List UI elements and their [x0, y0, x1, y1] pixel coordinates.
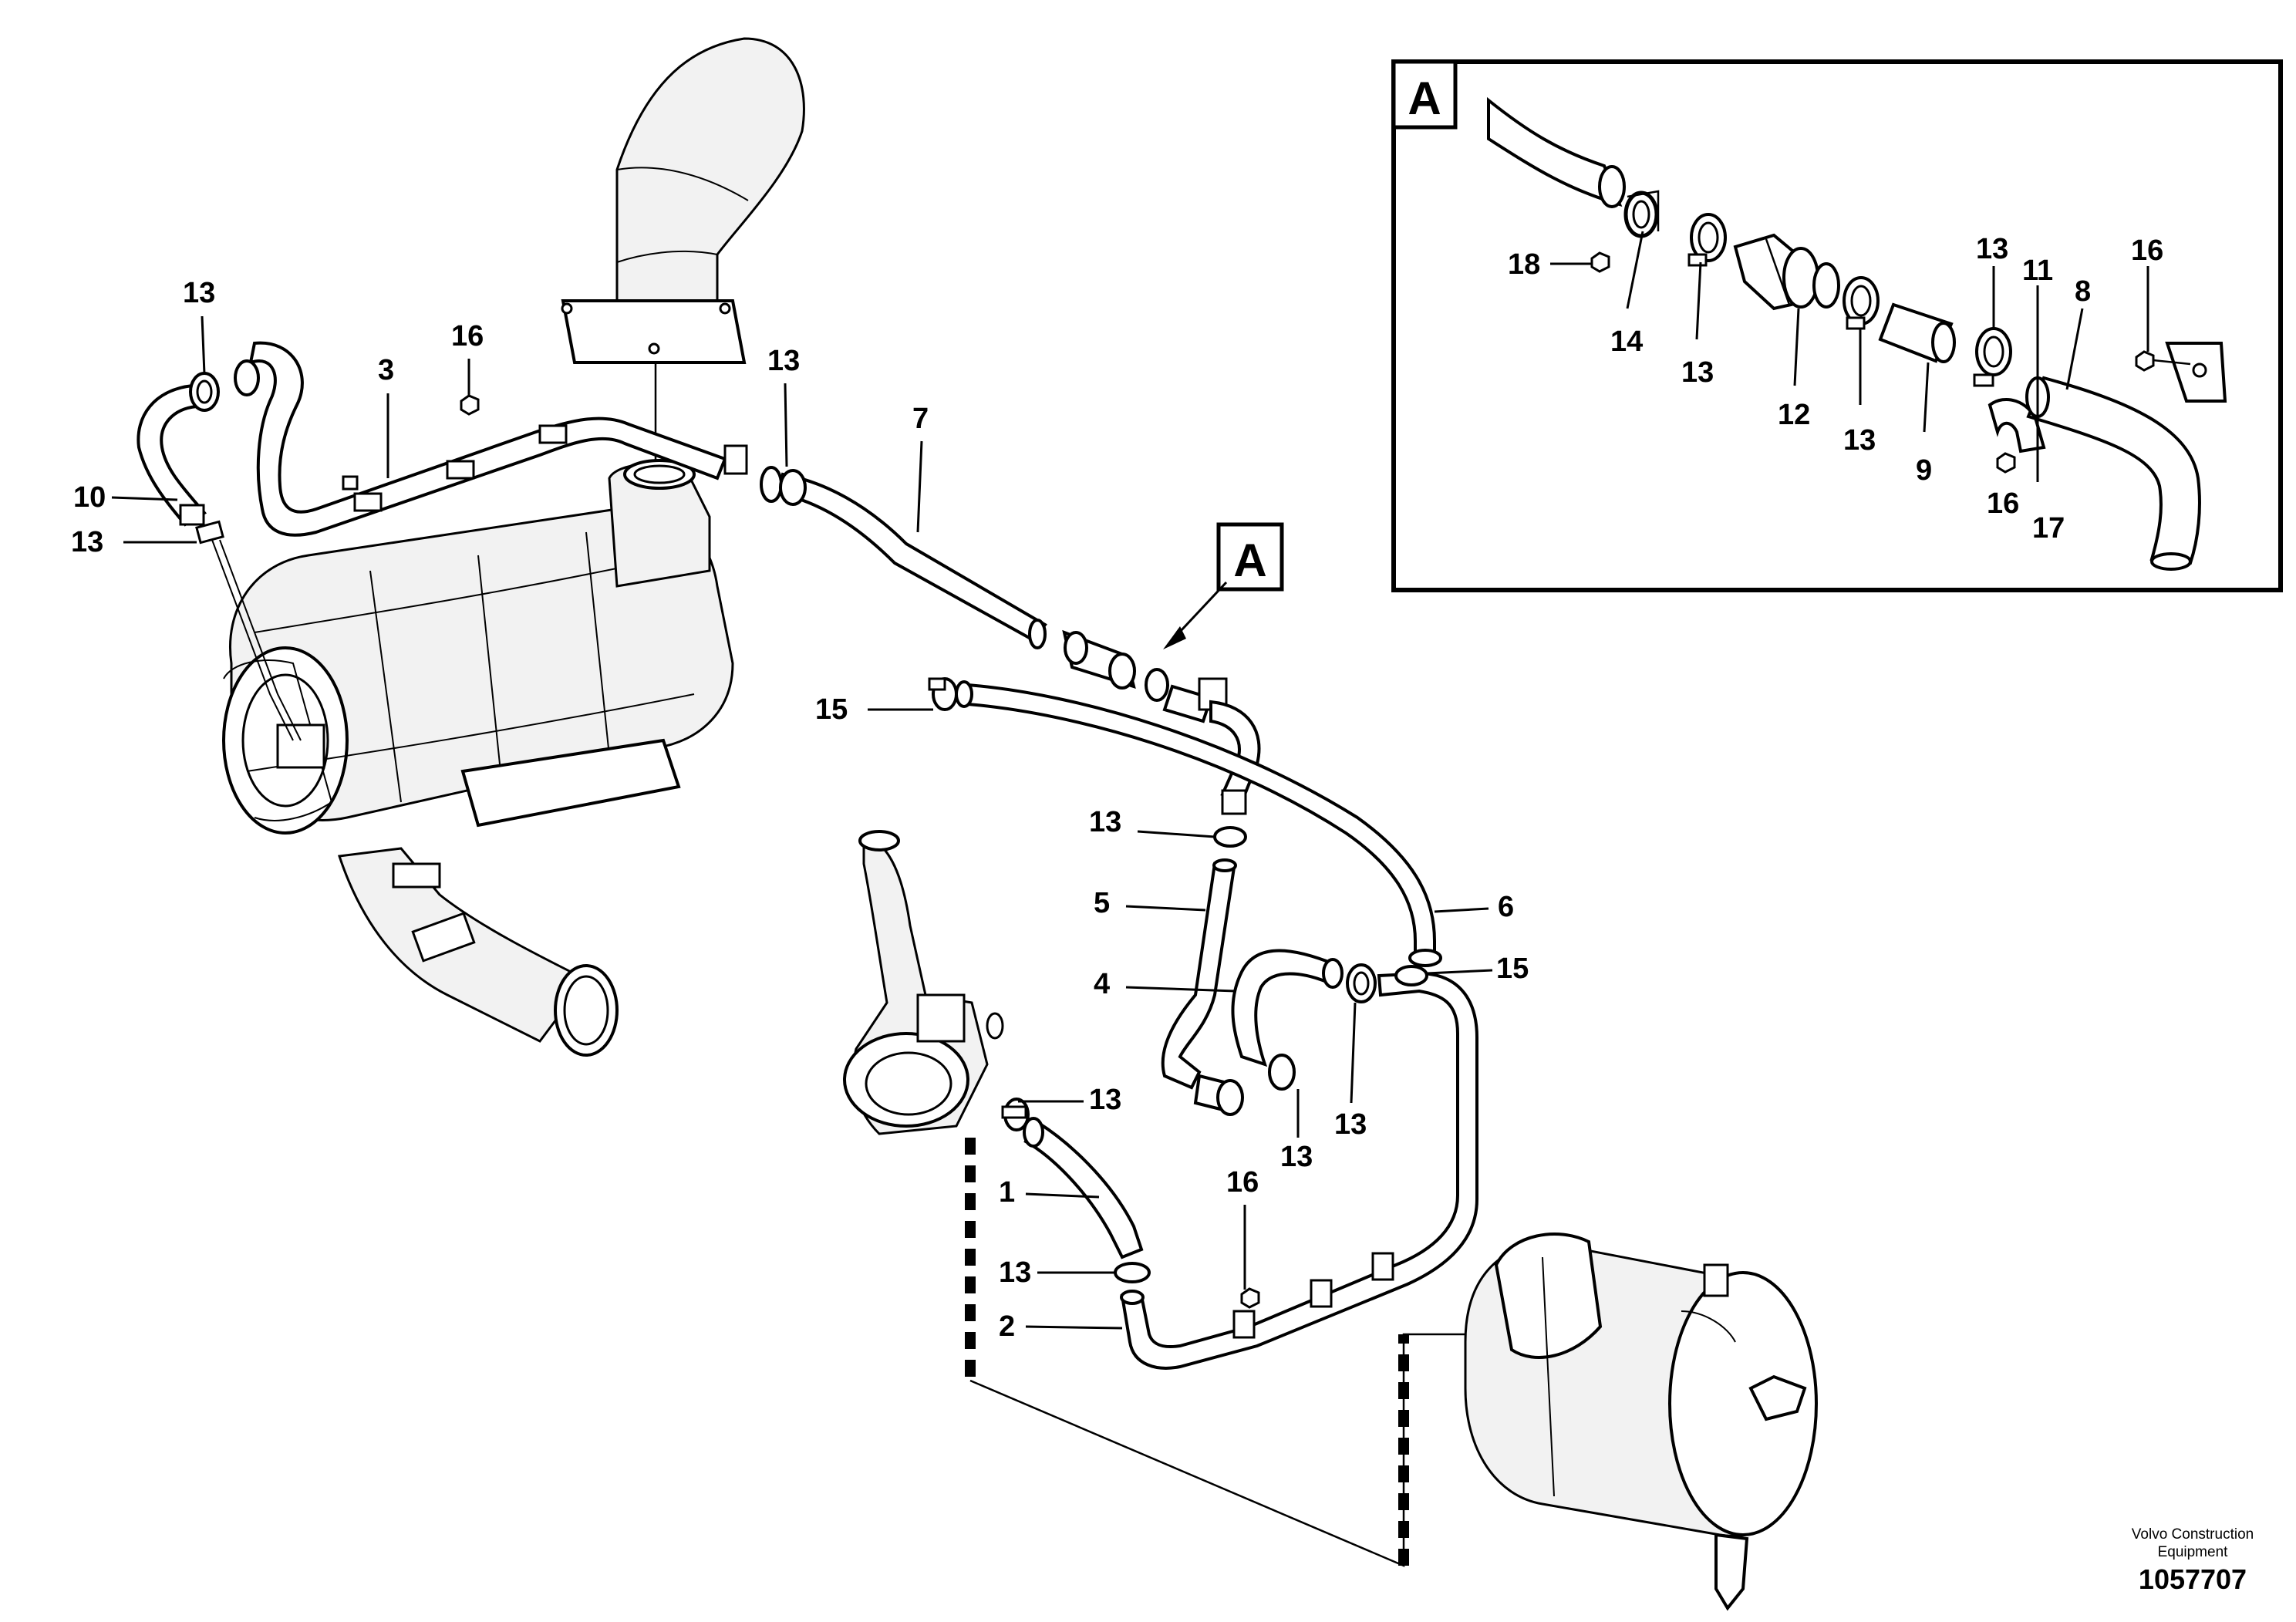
detail-reference-a: A — [1163, 522, 1284, 649]
callout-4: 4 — [1094, 968, 1110, 1000]
callout-13: 13 — [999, 1256, 1031, 1289]
callout-13: 13 — [767, 345, 800, 377]
callout-5: 5 — [1094, 887, 1110, 919]
clamp-15-lower — [1394, 965, 1428, 986]
callout-3: 3 — [378, 354, 394, 386]
exhaust-outlet-pipe — [337, 847, 619, 1057]
detail-reference-box — [1216, 522, 1284, 592]
callout-2: 2 — [999, 1310, 1015, 1343]
clamp-13-lower-left — [195, 520, 224, 545]
callout-16: 16 — [451, 320, 484, 352]
callout-15: 15 — [815, 693, 848, 726]
company-name-line2: Equipment — [2158, 1544, 2229, 1560]
callout-15: 15 — [1496, 953, 1529, 985]
aftertreatment-unit — [222, 459, 734, 835]
callout-1: 1 — [999, 1176, 1015, 1209]
hose-8 — [2025, 376, 2201, 571]
exhaust-stack — [561, 37, 805, 463]
clamp-13-a — [1687, 213, 1727, 267]
main-callouts: 13 3 16 13 7 10 13 15 13 5 4 6 15 — [71, 277, 1529, 1343]
clamp-13-bottom — [1114, 1262, 1151, 1283]
air-cleaner — [1464, 1233, 1818, 1611]
hose-1 — [1001, 1098, 1144, 1259]
detail-view-a: A — [1391, 59, 2283, 592]
callout-6: 6 — [1498, 891, 1514, 923]
clamp-13-middle — [1213, 826, 1247, 848]
hose-5 — [1161, 858, 1237, 1090]
hose-9 — [1878, 302, 1956, 363]
callout-11: 11 — [2022, 255, 2053, 287]
sensor-line — [211, 539, 302, 741]
callout-13: 13 — [1089, 1084, 1121, 1116]
detail-hose-7 — [1487, 96, 1626, 208]
coupling-12 — [1733, 233, 1840, 311]
document-number: 1057707 — [2139, 1563, 2247, 1595]
clamp-15-upper — [928, 677, 958, 711]
hose-7 — [760, 466, 1047, 649]
callout-13: 13 — [183, 277, 215, 309]
clamp-13-b — [1843, 276, 1880, 330]
company-name-line1: Volvo Construction — [2132, 1526, 2254, 1543]
callout-12: 12 — [1778, 399, 1810, 431]
main-view: A 13 3 16 13 7 10 13 15 13 5 4 — [71, 37, 1818, 1611]
detail-callouts: 18 14 13 12 13 9 13 11 8 16 16 17 — [1508, 231, 2163, 545]
bracket-16 — [2135, 342, 2227, 403]
callout-16: 16 — [1226, 1166, 1259, 1199]
detail-view-label-box — [1391, 59, 1458, 130]
callout-16: 16 — [1987, 487, 2019, 520]
callout-18: 18 — [1508, 248, 1540, 281]
hose-6 — [955, 680, 1442, 967]
callout-13: 13 — [1089, 806, 1121, 838]
detail-view-label: A — [1408, 73, 1441, 124]
clamp-13-c — [1973, 327, 2012, 387]
callout-9: 9 — [1916, 454, 1932, 487]
clamps-13-hose-4 — [1216, 963, 1377, 1116]
callout-13: 13 — [1843, 424, 1876, 457]
callout-13: 13 — [1334, 1108, 1367, 1141]
callout-13: 13 — [1976, 233, 2008, 265]
coupling-assembly — [1062, 629, 1228, 723]
callout-14: 14 — [1610, 325, 1643, 358]
intake-duct — [843, 830, 1004, 1135]
callout-13: 13 — [1280, 1141, 1313, 1173]
callout-13: 13 — [71, 526, 103, 558]
hose-10 — [137, 383, 207, 527]
clamp-13-top-left — [189, 372, 220, 412]
bolt-18 — [1590, 251, 1610, 273]
dashed-connection — [965, 1138, 1465, 1567]
callout-16: 16 — [2131, 234, 2163, 267]
callout-8: 8 — [2075, 275, 2091, 308]
callout-10: 10 — [73, 481, 106, 514]
clamp-14 — [1623, 190, 1660, 238]
footer: Volvo Construction Equipment 1057707 — [2132, 1526, 2254, 1595]
callout-7: 7 — [912, 403, 929, 435]
callout-13: 13 — [1681, 356, 1714, 389]
callout-17: 17 — [2032, 512, 2065, 545]
detail-reference-label: A — [1233, 534, 1266, 586]
